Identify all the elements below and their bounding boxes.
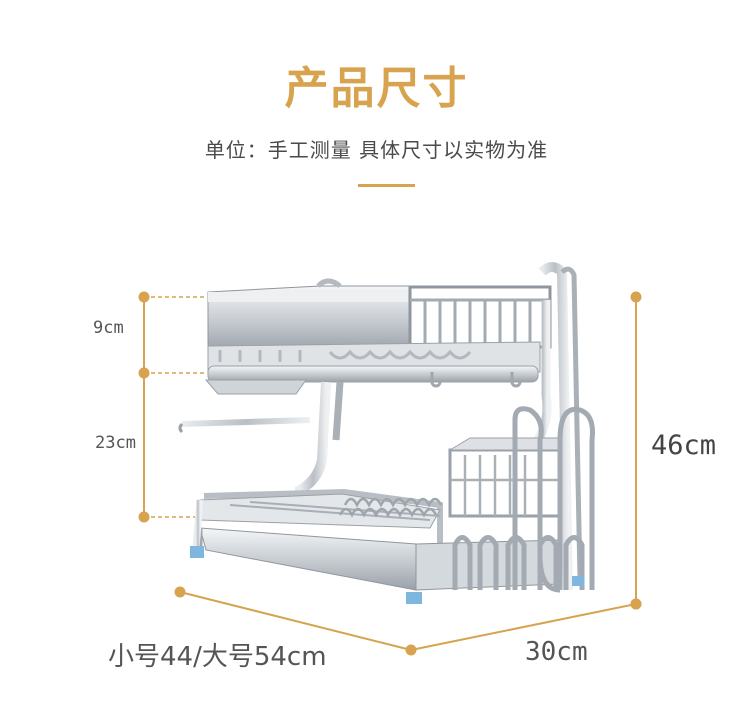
title-divider (358, 184, 415, 187)
page-title: 产品尺寸 (284, 63, 469, 114)
top-tier-height-label: 9cm (93, 318, 124, 338)
dish-rack-illustration (178, 262, 595, 604)
page-subtitle: 单位：手工测量 具体尺寸以实物为准 (204, 138, 549, 162)
rack-foot (190, 546, 204, 558)
middle-height-label: 23cm (95, 433, 136, 453)
total-height-label: 46cm (651, 430, 717, 461)
length-label: 小号44/大号54cm (108, 642, 327, 672)
base-dimension-lines (174, 586, 642, 656)
height-dimension-right (630, 291, 642, 610)
rack-foot (406, 592, 422, 604)
rack-foot (572, 576, 584, 586)
height-dimension-left (138, 291, 207, 523)
depth-label: 30cm (525, 637, 588, 667)
